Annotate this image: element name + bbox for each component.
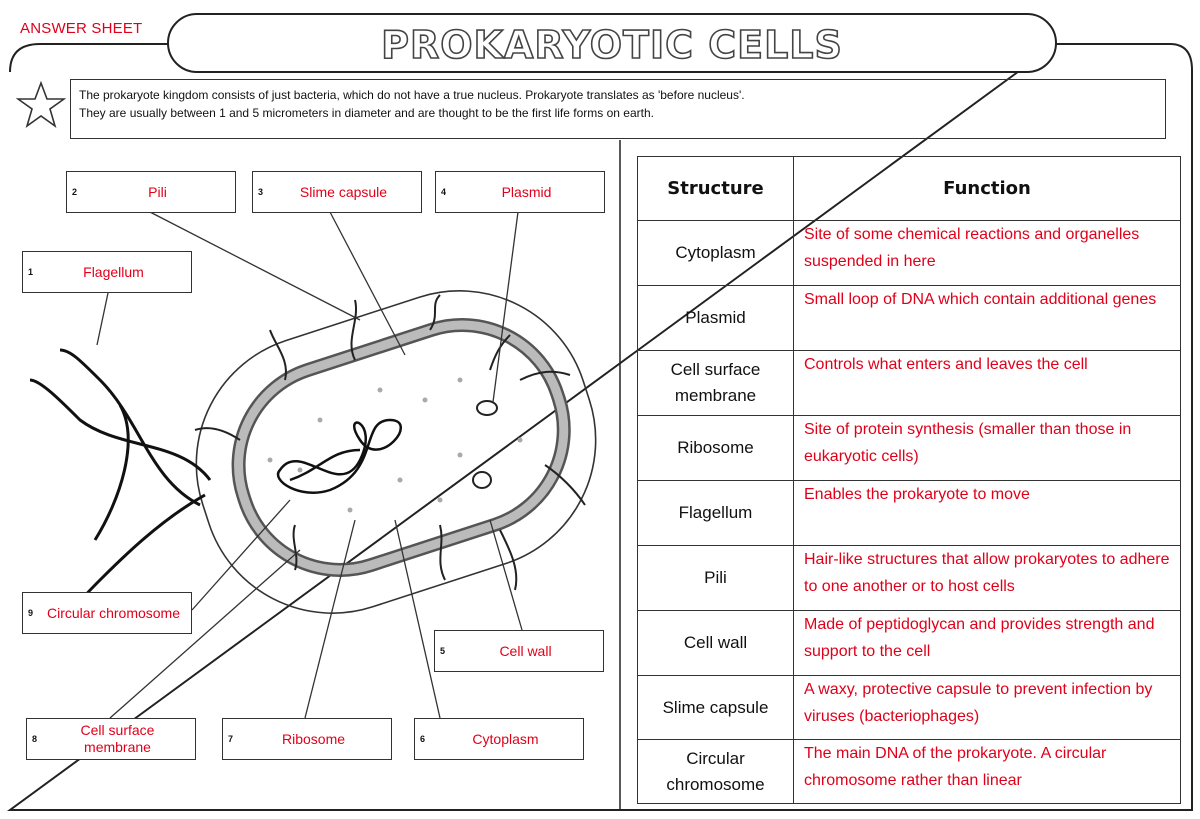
label-cell-surface-membrane: 8 Cell surface membrane	[26, 718, 196, 760]
label-text: Cell surface membrane	[80, 722, 155, 755]
page-title: PROKARYOTIC CELLS	[380, 22, 843, 68]
ribosomes	[267, 377, 523, 513]
function-header: Function	[793, 156, 1181, 221]
table-row: Cytoplasm Site of some chemical reaction…	[637, 220, 1181, 286]
label-slime-capsule: 3 Slime capsule	[252, 171, 422, 213]
prokaryote-diagram	[29, 211, 597, 719]
function-cell: Site of protein synthesis (smaller than …	[793, 415, 1181, 481]
intro-line-2: They are usually between 1 and 5 microme…	[79, 106, 654, 120]
label-text: Flagellum	[83, 263, 144, 280]
star-icon	[16, 80, 66, 128]
table-row: Slime capsule A waxy, protective capsule…	[637, 675, 1181, 740]
label-plasmid: 4 Plasmid	[435, 171, 605, 213]
function-cell: Small loop of DNA which contain addition…	[793, 285, 1181, 351]
intro-line-1: The prokaryote kingdom consists of just …	[79, 88, 745, 102]
table-row: Flagellum Enables the prokaryote to move	[637, 480, 1181, 546]
table-header-row: Structure Function	[637, 156, 1181, 221]
structure-cell: Circular chromosome	[637, 739, 794, 804]
structure-cell: Slime capsule	[637, 675, 794, 740]
label-number: 9	[28, 608, 34, 618]
label-text: Cell wall	[499, 642, 552, 659]
label-text: Circular chromosome	[46, 604, 181, 621]
pili	[194, 294, 586, 591]
intro-box: The prokaryote kingdom consists of just …	[70, 79, 1166, 139]
structure-cell: Cell surface membrane	[637, 350, 794, 416]
label-ribosome: 7 Ribosome	[222, 718, 392, 760]
flagella	[29, 348, 212, 611]
table-row: Circular chromosome The main DNA of the …	[637, 739, 1181, 804]
label-text: Slime capsule	[299, 183, 388, 200]
function-cell: Enables the prokaryote to move	[793, 480, 1181, 546]
label-number: 3	[258, 187, 264, 197]
label-number: 6	[420, 734, 426, 744]
structure-cell: Flagellum	[637, 480, 794, 546]
label-text: Cytoplasm	[472, 730, 539, 747]
label-text: Pili	[148, 183, 167, 200]
slime-capsule-outline	[195, 290, 597, 614]
function-cell: Controls what enters and leaves the cell	[793, 350, 1181, 416]
cell-wall-outline	[231, 318, 571, 577]
structure-function-table: Structure Function Cytoplasm Site of som…	[637, 156, 1181, 804]
label-text: Plasmid	[501, 183, 552, 200]
structure-cell: Cytoplasm	[637, 220, 794, 286]
label-number: 1	[28, 267, 34, 277]
label-pili: 2 Pili	[66, 171, 236, 213]
label-number: 7	[228, 734, 234, 744]
label-circular-chromosome: 9 Circular chromosome	[22, 592, 192, 634]
function-cell: A waxy, protective capsule to prevent in…	[793, 675, 1181, 740]
function-cell: The main DNA of the prokaryote. A circul…	[793, 739, 1181, 804]
label-cell-wall: 5 Cell wall	[434, 630, 604, 672]
label-flagellum: 1 Flagellum	[22, 251, 192, 293]
leader-lines	[96, 211, 523, 719]
function-cell: Hair-like structures that allow prokaryo…	[793, 545, 1181, 611]
label-number: 8	[32, 734, 38, 744]
table-row: Cell wall Made of peptidoglycan and prov…	[637, 610, 1181, 676]
structure-cell: Pili	[637, 545, 794, 611]
table-row: Plasmid Small loop of DNA which contain …	[637, 285, 1181, 351]
structure-header: Structure	[637, 156, 794, 221]
plasmids	[472, 400, 498, 489]
function-cell: Site of some chemical reactions and orga…	[793, 220, 1181, 286]
circular-chromosome	[276, 418, 403, 494]
answer-sheet-tag: ANSWER SHEET	[20, 20, 143, 37]
structure-cell: Ribosome	[637, 415, 794, 481]
label-number: 4	[441, 187, 447, 197]
label-cytoplasm: 6 Cytoplasm	[414, 718, 584, 760]
table-row: Ribosome Site of protein synthesis (smal…	[637, 415, 1181, 481]
label-text: Ribosome	[281, 730, 346, 747]
function-cell: Made of peptidoglycan and provides stren…	[793, 610, 1181, 676]
label-number: 2	[72, 187, 78, 197]
label-number: 5	[440, 646, 446, 656]
table-row: Pili Hair-like structures that allow pro…	[637, 545, 1181, 611]
table-row: Cell surface membrane Controls what ente…	[637, 350, 1181, 416]
structure-cell: Plasmid	[637, 285, 794, 351]
structure-cell: Cell wall	[637, 610, 794, 676]
title-banner: PROKARYOTIC CELLS	[167, 13, 1057, 73]
